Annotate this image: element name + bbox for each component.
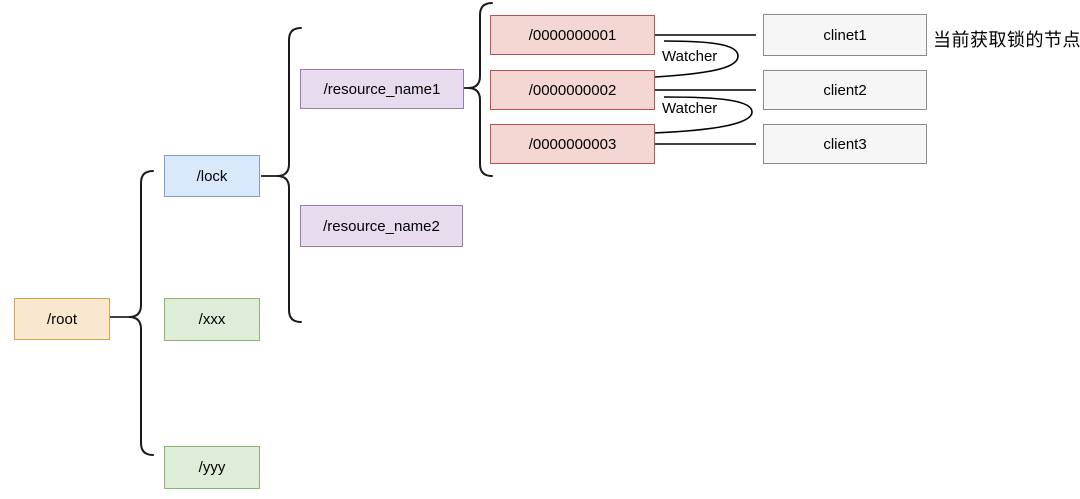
watcher-arrow-node2-watches-node1: [654, 40, 739, 78]
brace-lock-children: [276, 27, 302, 323]
watcher-label-1: Watcher: [662, 48, 718, 65]
node-resource-name1: /resource_name1: [300, 69, 464, 109]
node-client1: clinet1: [763, 14, 927, 56]
watcher-label-2: Watcher: [662, 100, 718, 117]
node-resource-name2: /resource_name2: [300, 205, 463, 247]
current-lock-holder-annotation: 当前获取锁的节点: [933, 30, 1080, 50]
brace-root-children: [128, 170, 154, 456]
node-client2: client2: [763, 70, 927, 110]
node-seq-0000000003: /0000000003: [490, 124, 655, 164]
node-seq-0000000002: /0000000002: [490, 70, 655, 110]
node-client3: client3: [763, 124, 927, 164]
watcher-arrow-node3-watches-node2: [652, 96, 753, 134]
node-xxx: /xxx: [164, 298, 260, 341]
node-root: /root: [14, 298, 110, 340]
node-yyy: /yyy: [164, 446, 260, 489]
node-lock: /lock: [164, 155, 260, 197]
node-seq-0000000001: /0000000001: [490, 15, 655, 55]
brace-resource1-children: [467, 2, 493, 177]
